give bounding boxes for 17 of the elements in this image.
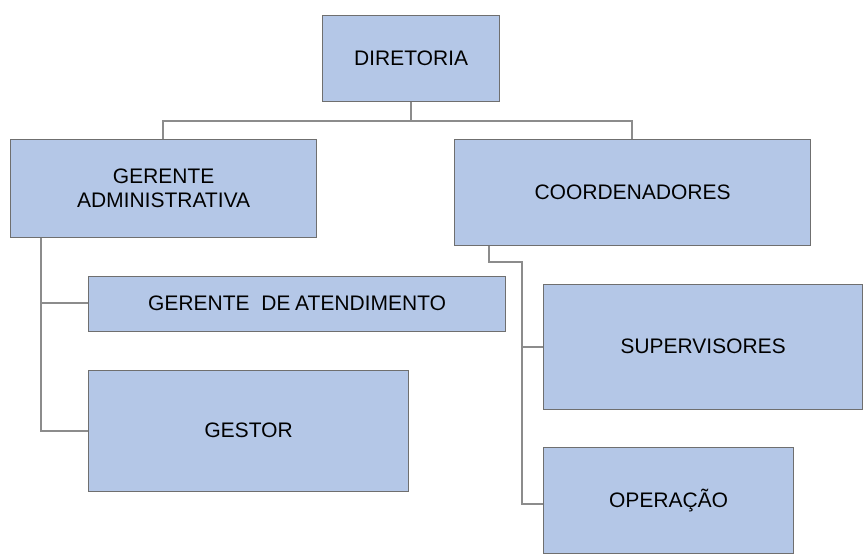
connector-line	[410, 102, 633, 139]
box-label: COORDENADORES	[534, 180, 731, 204]
box-label: GERENTE DE ATENDIMENTO	[148, 292, 446, 316]
box-label: GERENTE ADMINISTRATIVA	[76, 164, 252, 212]
org-box	[543, 284, 863, 410]
org-box	[88, 370, 409, 492]
org-box	[454, 139, 811, 246]
connector-line	[488, 246, 543, 505]
org-box	[10, 139, 317, 238]
org-box	[543, 447, 794, 554]
org-box	[322, 15, 500, 102]
box-label: GESTOR	[204, 419, 293, 443]
box-label: DIRETORIA	[354, 46, 468, 70]
box-label: SUPERVISORES	[620, 335, 786, 359]
box-label: OPERAÇÃO	[608, 488, 728, 512]
connector-line	[40, 238, 88, 432]
org-box	[88, 276, 506, 332]
